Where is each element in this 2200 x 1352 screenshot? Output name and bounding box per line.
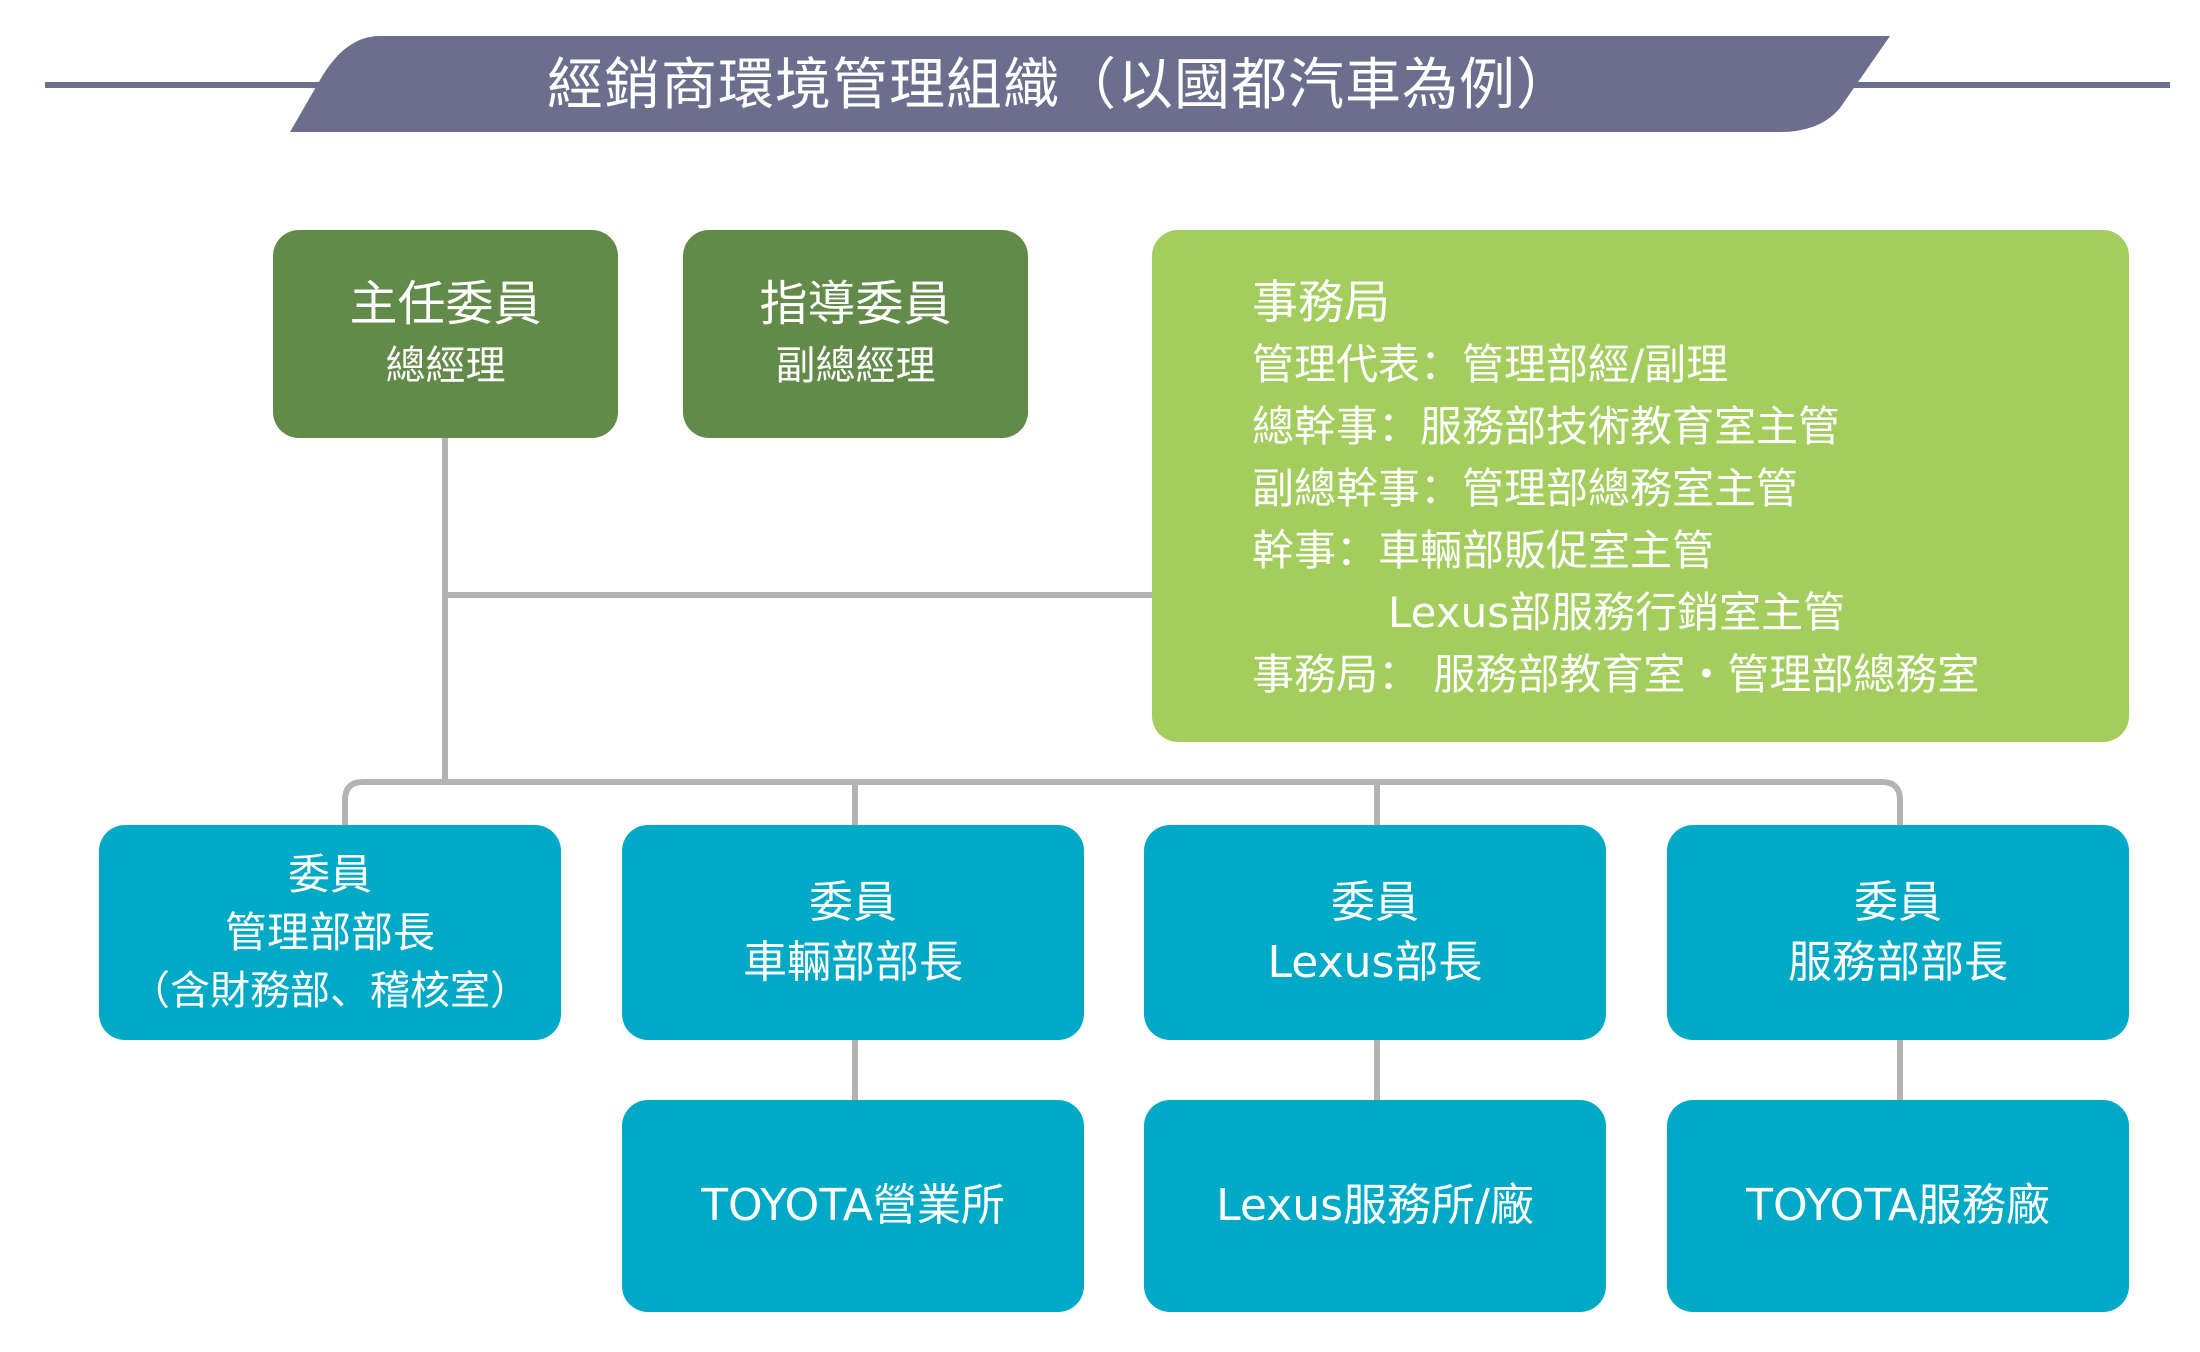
page-title: 經銷商環境管理組織（以國都汽車為例） — [547, 52, 1573, 118]
unit-box-lexus-service: Lexus服務所/廠 — [1144, 1100, 1606, 1312]
unit-label: TOYOTA服務廠 — [1746, 1180, 2050, 1231]
member-role: 委員 — [1854, 876, 1942, 928]
title-banner — [290, 36, 1890, 132]
secretariat-line: 副總幹事：管理部總務室主管 — [1252, 464, 1799, 513]
secretariat-line: 管理代表：管理部經/副理 — [1252, 340, 1729, 389]
member-dept: Lexus部長 — [1267, 936, 1483, 988]
unit-box-toyota-service: TOYOTA服務廠 — [1667, 1100, 2129, 1312]
secretariat-line: 事務局： 服務部教育室・管理部總務室 — [1252, 650, 1980, 699]
member-note: （含財務部、稽核室） — [130, 967, 530, 1014]
member-box-lexus: 委員 Lexus部長 — [1144, 825, 1606, 1040]
chief-name: 總經理 — [385, 343, 506, 389]
member-box-service: 委員 服務部部長 — [1667, 825, 2129, 1040]
member-role: 委員 — [287, 849, 372, 899]
unit-label: Lexus服務所/廠 — [1216, 1180, 1534, 1231]
advisor-committee-box: 指導委員 副總經理 — [683, 230, 1028, 438]
advisor-role: 指導委員 — [759, 276, 952, 332]
member-dept: 管理部部長 — [224, 907, 435, 957]
secretariat-line: Lexus部服務行銷室主管 — [1388, 588, 1846, 637]
secretariat-line: 總幹事：服務部技術教育室主管 — [1252, 402, 1841, 451]
secretariat-title: 事務局 — [1252, 275, 1390, 329]
secretariat-box: 事務局 管理代表：管理部經/副理 總幹事：服務部技術教育室主管 副總幹事：管理部… — [1152, 230, 2129, 742]
unit-label: TOYOTA營業所 — [701, 1180, 1005, 1231]
unit-box-toyota-sales: TOYOTA營業所 — [622, 1100, 1084, 1312]
member-dept: 服務部部長 — [1788, 936, 2008, 988]
member-box-management: 委員 管理部部長 （含財務部、稽核室） — [99, 825, 561, 1040]
member-box-vehicle: 委員 車輛部部長 — [622, 825, 1084, 1040]
chief-role: 主任委員 — [349, 276, 542, 332]
member-role: 委員 — [1331, 876, 1419, 928]
connector-member-bar — [342, 779, 1903, 825]
secretariat-line: 幹事：車輛部販促室主管 — [1252, 526, 1715, 575]
member-dept: 車輛部部長 — [743, 936, 963, 988]
advisor-name: 副總經理 — [775, 343, 936, 389]
chief-committee-box: 主任委員 總經理 — [273, 230, 618, 438]
member-role: 委員 — [809, 876, 897, 928]
